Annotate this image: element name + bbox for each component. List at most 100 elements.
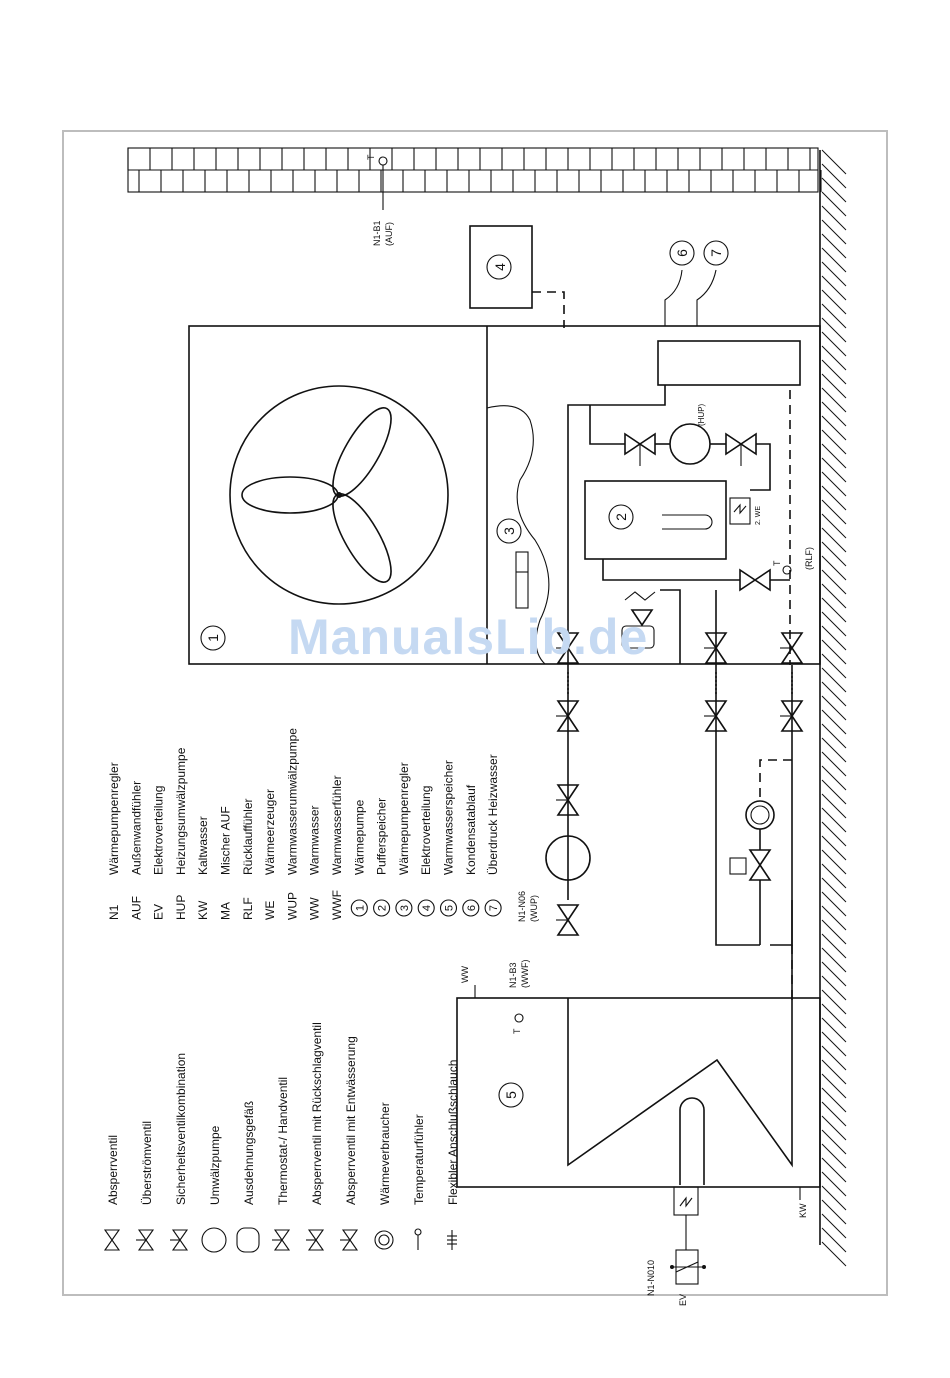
watermark: ManualsLib.de <box>288 609 649 665</box>
component-1-label: 1 <box>205 634 221 642</box>
legend-code: RLF <box>241 897 255 920</box>
wwf-sensor-sub: (WWF) <box>520 960 530 988</box>
component-5-label: 5 <box>503 1091 519 1099</box>
legend-code: WW <box>308 897 322 920</box>
component-3-label: 3 <box>501 527 517 535</box>
legend-symbol-label: Absperrventil mit Entwässerung <box>344 1036 358 1205</box>
legend-description: Mischer AUF <box>219 806 233 875</box>
electrical-distribution-box: 4 <box>469 225 565 328</box>
legend-description: Überdruck Heizwasser <box>486 754 500 875</box>
ww-label: WW <box>460 966 470 983</box>
return-line: T (RLF) <box>602 390 814 665</box>
legend-symbol-label: Absperrventil <box>106 1135 120 1205</box>
wup-pump-sub: (WUP) <box>529 895 539 922</box>
condensate-and-overpressure-lines: 6 7 <box>664 240 729 326</box>
expansion-vessel-icon <box>236 1227 260 1253</box>
legend-code: N1 <box>107 904 121 920</box>
heat-pump-controller: 3 <box>486 405 550 665</box>
overflow-valve-icon <box>136 1229 155 1251</box>
ev-label: EV <box>678 1294 688 1306</box>
legend-number-badge <box>439 899 458 917</box>
component-4-label: 4 <box>492 263 508 271</box>
thermostat-valve-icon <box>272 1229 291 1251</box>
shutoff-valve-icon <box>704 700 728 732</box>
legend-description: Wärmepumpenregler <box>397 762 411 875</box>
legend-symbol-label: Sicherheitsventilkombination <box>174 1053 188 1205</box>
legend-number-badge <box>484 899 502 917</box>
legend-code: MA <box>219 902 233 920</box>
ground-hatching <box>819 149 847 1267</box>
shutoff-valve-icon <box>556 632 580 664</box>
legend-symbol-label: Ausdehnungsgefäß <box>242 1101 256 1205</box>
shutoff-valve-icon <box>780 700 804 732</box>
legend-symbol-label: Thermostat-/ Handventil <box>276 1077 290 1205</box>
ev-sensor-label: N1-N010 <box>646 1260 656 1296</box>
component-6-label: 6 <box>674 249 690 257</box>
legend-number-badge <box>373 899 391 917</box>
temperature-sensor-icon <box>414 1228 422 1250</box>
heating-circulation-circuit: (HUP) <box>567 340 801 664</box>
shutoff-valve-icon <box>556 904 580 936</box>
shutoff-valve-icon <box>704 632 728 664</box>
component-7-label: 7 <box>708 249 724 257</box>
legend-number: 2 <box>377 905 389 911</box>
legend-code: AUF <box>129 896 143 920</box>
buffer-storage: 2 2. WE <box>584 480 762 560</box>
legend-description: Warmwasser <box>308 805 322 875</box>
shutoff-valve-icon <box>103 1229 121 1251</box>
legend-number-badge <box>462 899 480 917</box>
legend-description: Wärmeerzeuger <box>263 789 277 875</box>
legend-code: WUP <box>285 892 299 920</box>
wall-valves <box>556 590 804 946</box>
rlf-t-label: T <box>772 560 782 566</box>
legend-number: 1 <box>354 905 366 911</box>
legend-description: Elektroverteilung <box>152 786 166 875</box>
legend-code: WE <box>263 901 277 920</box>
auf-sensor-sub: (AUF) <box>384 222 394 246</box>
legend-code: EV <box>152 904 166 920</box>
safety-group <box>621 589 681 664</box>
legend-description: Außenwandfühler <box>129 781 143 875</box>
hot-water-storage: 5 WW T N1-B3 (WWF) N1-N010 EV KW <box>456 900 821 1306</box>
legend-description: Kondensatablauf <box>464 784 478 875</box>
legend-number-badge <box>350 899 368 917</box>
wwf-t-label: T <box>512 1028 522 1034</box>
legend-description: Rücklauffühler <box>241 799 255 876</box>
legend-symbol-label: Temperaturfühler <box>412 1114 426 1205</box>
legend-description: Warmwasserumwälzpumpe <box>285 728 299 875</box>
wwf-sensor-label: N1-B3 <box>508 962 518 988</box>
shutoff-valve-icon <box>556 784 580 816</box>
shutoff-valve-icon <box>780 632 804 664</box>
sensor-t-label: T <box>366 154 376 160</box>
legend-description: Pufferspeicher <box>375 798 389 875</box>
legend-description: Kaltwasser <box>196 816 210 875</box>
flexible-hose-icon <box>447 1230 457 1250</box>
check-valve-icon <box>306 1229 325 1251</box>
legend-description: Warmwasserspeicher <box>442 760 456 875</box>
legend-description: Warmwasserfühler <box>330 775 344 875</box>
legend-number: 4 <box>421 905 433 911</box>
drain-valve-icon <box>340 1229 359 1251</box>
kw-label: KW <box>798 1203 808 1218</box>
legend-code: HUP <box>174 895 188 920</box>
outdoor-brick-wall <box>127 147 822 193</box>
legend-description: Wärmepumpenregler <box>107 762 121 875</box>
heat-pump-unit: 1 <box>188 325 821 665</box>
legend-symbol-label: Absperrventil mit Rückschlagventil <box>310 1022 324 1205</box>
wup-pump-label: N1-N06 <box>517 891 527 922</box>
legend-code: WWF <box>330 890 344 920</box>
legend-number-badge <box>417 899 435 917</box>
legend-description: Elektroverteilung <box>419 786 433 875</box>
legend-number: 6 <box>466 905 478 911</box>
heat-consumer-branch <box>729 759 793 1000</box>
legend-number: 7 <box>488 905 500 911</box>
hot-water-circulation-pump: N1-N06 (WUP) <box>517 835 591 922</box>
legend-number-badge <box>395 899 413 917</box>
rlf-label: (RLF) <box>804 547 814 570</box>
shutoff-valve-icon <box>556 700 580 732</box>
legend-number: 5 <box>444 905 456 911</box>
legend-number: 3 <box>399 905 411 911</box>
